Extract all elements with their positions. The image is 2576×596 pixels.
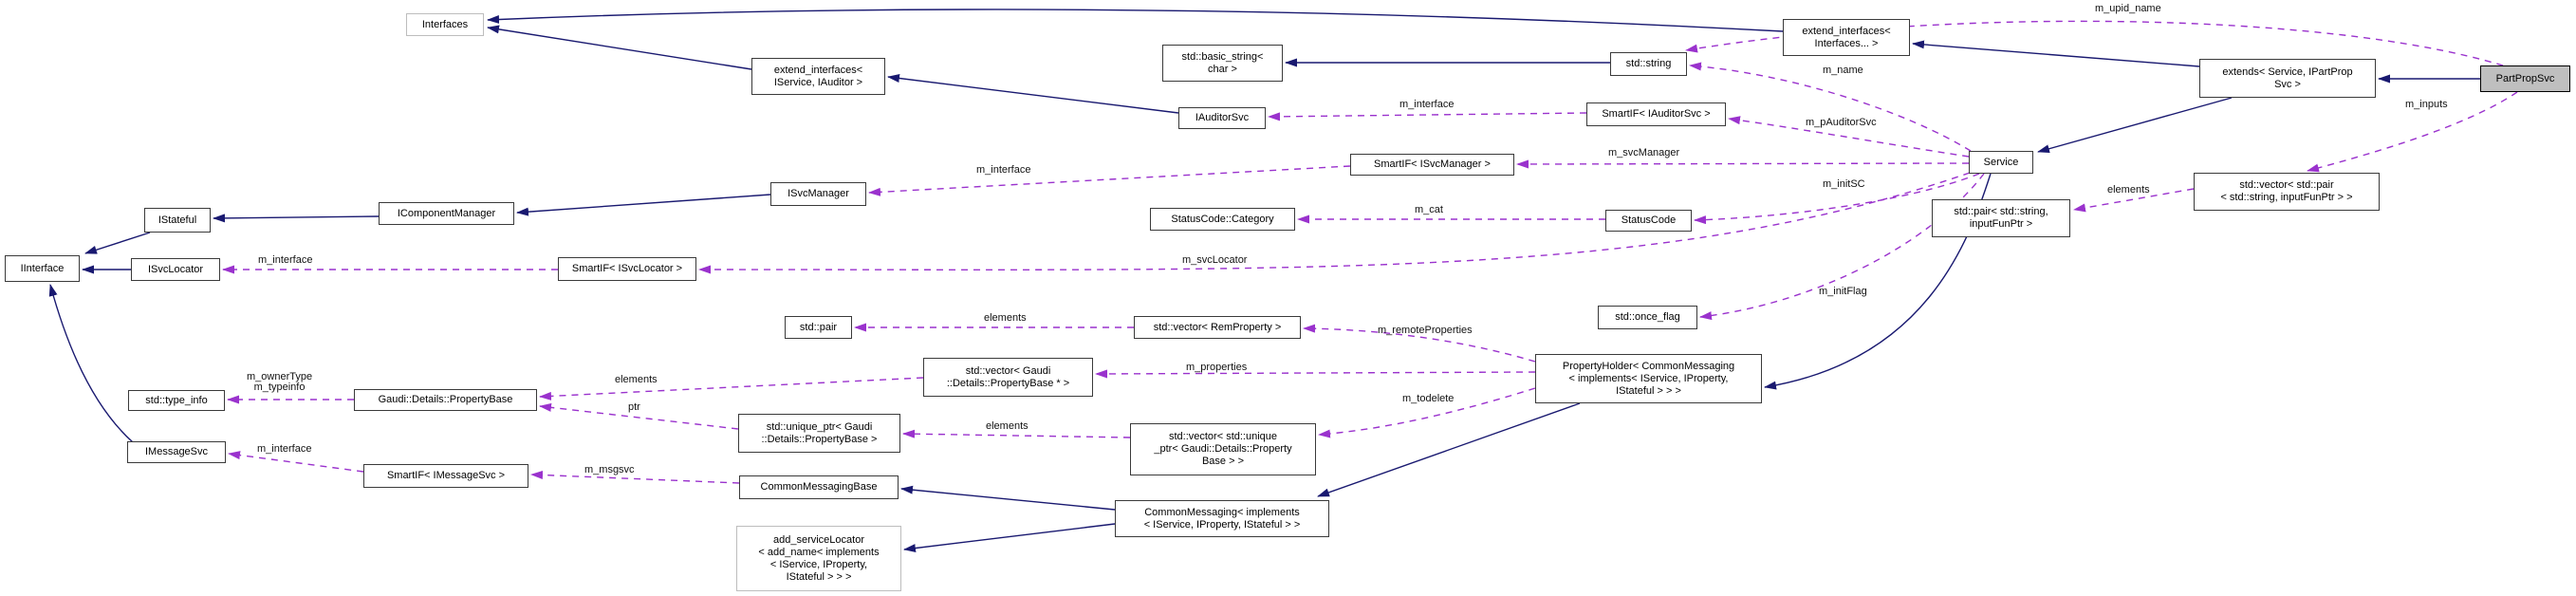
edge-label-m-svcmanager: m_svcManager <box>1608 147 1680 158</box>
edge-label-m-name: m_name <box>1823 65 1863 76</box>
edge-use-vectoruniqueptr-uniqueptr <box>902 429 1131 438</box>
edge-use-service-statuscode <box>1694 173 1980 225</box>
edge-label-m-svclocator: m_svcLocator <box>1182 254 1248 266</box>
edge-label-elements-propertybase: elements <box>615 374 658 385</box>
edge-label-m-cat: m_cat <box>1415 204 1443 215</box>
node-std-vector-std-pair-inputfunptr[interactable]: std::vector< std::pair < std::string, in… <box>2194 173 2380 211</box>
edge-inherit-isvcmanager-icomponentmanager <box>516 194 771 216</box>
edge-inherit-commonmessaging-addservicelocator <box>903 523 1116 553</box>
node-std-type-info[interactable]: std::type_info <box>128 390 225 411</box>
edge-label-m-todelete: m_todelete <box>1402 393 1455 404</box>
node-propertyholder[interactable]: PropertyHolder< CommonMessaging < implem… <box>1535 354 1762 403</box>
edge-inherit-propertyholder-commonmessaging <box>1317 402 1581 497</box>
edge-use-uniqueptr-propertybase <box>539 402 739 430</box>
node-std-pair[interactable]: std::pair <box>785 316 852 339</box>
node-std-once-flag[interactable]: std::once_flag <box>1598 306 1697 329</box>
edge-use-vectorpair-pairinputfunptr <box>2073 188 2195 213</box>
node-interfaces[interactable]: Interfaces <box>406 13 484 36</box>
node-extends-service-ipartpropsvc[interactable]: extends< Service, IPartProp Svc > <box>2199 59 2376 98</box>
node-commonmessagingbase[interactable]: CommonMessagingBase <box>739 475 899 499</box>
node-std-vector-remproperty[interactable]: std::vector< RemProperty > <box>1134 316 1301 339</box>
edge-label-m-interface-iauditorsvc: m_interface <box>1399 99 1455 110</box>
edge-label-m-inputs: m_inputs <box>2405 99 2448 110</box>
node-iauditorsvc[interactable]: IAuditorSvc <box>1178 107 1266 129</box>
node-istateful[interactable]: IStateful <box>144 208 211 233</box>
node-add-servicelocator[interactable]: add_serviceLocator < add_name< implement… <box>736 526 901 591</box>
node-std-vector-propertybase-ptr[interactable]: std::vector< Gaudi ::Details::PropertyBa… <box>923 358 1093 397</box>
edge-inherit-istateful-iinterface <box>84 232 151 254</box>
edge-label-m-properties: m_properties <box>1186 362 1248 373</box>
node-std-string[interactable]: std::string <box>1610 52 1687 76</box>
node-std-pair-string-inputfunptr[interactable]: std::pair< std::string, inputFunPtr > <box>1932 199 2070 237</box>
edge-use-service-smartifisvcmanager <box>1516 159 1970 169</box>
edge-use-vectorpropertybaseptr-propertybase <box>539 377 924 400</box>
edge-use-service-stdstring <box>1689 62 1972 152</box>
node-partpropsvc[interactable]: PartPropSvc <box>2480 65 2570 92</box>
node-isvcmanager[interactable]: ISvcManager <box>770 182 866 206</box>
edge-inherit-iauditorsvc-extendinterfaces1 <box>887 74 1179 114</box>
edge-label-m-interface-isvclocator: m_interface <box>258 254 313 266</box>
edge-label-m-ownertype-m-typeinfo: m_ownerType m_typeinfo <box>247 371 313 393</box>
edge-label-m-interface-imessagesvc: m_interface <box>257 443 312 455</box>
edge-label-m-remoteproperties: m_remoteProperties <box>1378 325 1473 336</box>
edge-use-propertyholder-vectorpropertybaseptr <box>1095 369 1536 379</box>
edge-inherit-extendinterfaces2-interfaces <box>487 9 1784 32</box>
node-std-basic-string-char[interactable]: std::basic_string< char > <box>1162 45 1283 82</box>
node-std-vector-unique-ptr-propertybase[interactable]: std::vector< std::unique _ptr< Gaudi::De… <box>1130 423 1316 475</box>
edge-use-propertyholder-vectorremproperty <box>1303 324 1536 363</box>
node-statuscode-category[interactable]: StatusCode::Category <box>1150 208 1295 231</box>
node-commonmessaging[interactable]: CommonMessaging< implements < IService, … <box>1115 500 1329 537</box>
edge-inherit-icomponentmanager-istateful <box>213 214 380 223</box>
node-statuscode[interactable]: StatusCode <box>1605 210 1692 232</box>
edge-inherit-commonmessaging-commonmessagingbase <box>900 485 1116 511</box>
edge-inherit-extends-extendinterfaces2 <box>1912 40 2200 67</box>
node-smartif-isvcmanager[interactable]: SmartIF< ISvcManager > <box>1350 154 1514 176</box>
edge-label-m-upid-name: m_upid_name <box>2095 3 2161 14</box>
node-gaudi-details-propertybase[interactable]: Gaudi::Details::PropertyBase <box>354 389 537 411</box>
edge-use-propertyholder-vectoruniqueptr <box>1318 387 1536 438</box>
node-std-unique-ptr-propertybase[interactable]: std::unique_ptr< Gaudi ::Details::Proper… <box>738 414 900 453</box>
edge-label-m-initflag: m_initFlag <box>1819 286 1867 297</box>
edge-label-elements-stdpair: elements <box>984 312 1027 324</box>
edge-inherit-imessagesvc-iinterface <box>48 284 134 443</box>
edge-use-commonmessagingbase-smartifimessagesvc <box>530 470 740 484</box>
edge-label-m-initsc: m_initSC <box>1823 178 1865 190</box>
node-smartif-isvclocator[interactable]: SmartIF< ISvcLocator > <box>558 257 696 281</box>
edge-label-m-interface-isvcmanager: m_interface <box>976 164 1031 176</box>
edge-use-service-smartifiauditorsvc <box>1728 116 1970 158</box>
node-icomponentmanager[interactable]: IComponentManager <box>379 202 514 225</box>
edge-label-elements-pairinputfunptr: elements <box>2107 184 2150 196</box>
node-extend-interfaces-interfaces[interactable]: extend_interfaces< Interfaces... > <box>1783 19 1910 56</box>
edge-label-m-pauditorsvc: m_pAuditorSvc <box>1806 117 1877 128</box>
edge-inherit-extendinterfaces1-interfaces <box>487 25 752 70</box>
edge-label-ptr: ptr <box>628 401 640 413</box>
node-iinterface[interactable]: IInterface <box>5 255 80 282</box>
node-isvclocator[interactable]: ISvcLocator <box>131 258 220 281</box>
edge-use-smartifiauditorsvc-iauditorsvc <box>1268 112 1587 121</box>
node-extend-interfaces-iservice-iauditor[interactable]: extend_interfaces< IService, IAuditor > <box>751 58 885 95</box>
edge-use-service-smartifisvclocator <box>698 172 1971 274</box>
node-smartif-iauditorsvc[interactable]: SmartIF< IAuditorSvc > <box>1586 102 1726 126</box>
edge-use-smartifimessagesvc-imessagesvc <box>228 451 364 473</box>
node-service[interactable]: Service <box>1969 151 2033 174</box>
node-smartif-imessagesvc[interactable]: SmartIF< IMessageSvc > <box>363 464 528 488</box>
edge-use-partpropsvc-stdstring <box>1685 20 2504 66</box>
edge-use-partpropsvc-vectorpair <box>2307 91 2518 173</box>
edge-use-smartifisvcmanager-isvcmanager <box>868 165 1351 196</box>
edge-inherit-extends-service <box>2037 97 2233 154</box>
node-imessagesvc[interactable]: IMessageSvc <box>127 441 226 463</box>
edge-label-elements-uniqueptr: elements <box>986 420 1029 432</box>
edge-label-m-msgsvc: m_msgsvc <box>584 464 635 475</box>
